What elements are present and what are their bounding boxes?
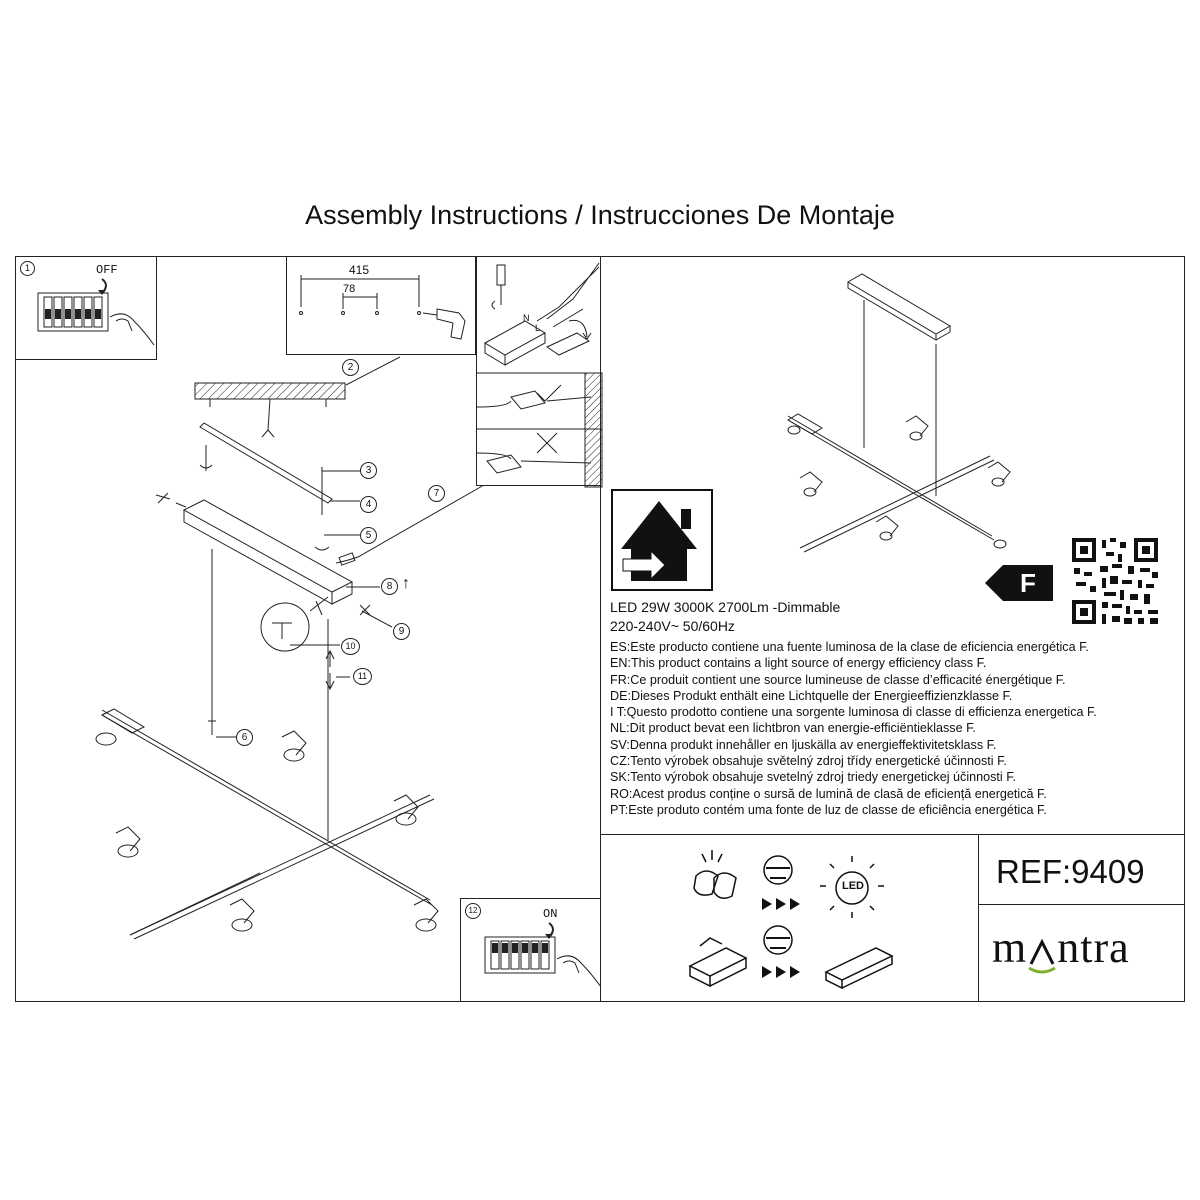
statement-es: ES:Este producto contiene una fuente lum… [610,640,1089,654]
brand-logo-right: ntra [1057,923,1130,972]
statement-cz: CZ:Tento výrobek obsahuje světelný zdroj… [610,754,1007,769]
step10-number: 10 [341,638,360,655]
step9-number: 9 [393,623,410,640]
indoor-use-icon [611,489,713,591]
up-arrow-icon: ↑ [402,575,410,592]
energy-statements: ES:Este producto contiene una fuente lum… [610,639,1097,818]
statement-de: DE:Dieses Produkt enthält eine Lichtquel… [610,688,1013,703]
statement-en: EN:This product contains a light source … [610,656,987,671]
ref-divider [978,834,979,1002]
brand-logo-left: m [992,923,1028,972]
wiring-neutral-label: N [523,313,530,323]
breaker-on-icon [484,922,602,988]
step4-number: 4 [360,496,377,513]
statement-ro: RO:Acest produs conține o sursă de lumin… [610,786,1047,801]
product-reference: REF:9409 [996,853,1145,890]
step7-number: 7 [428,485,445,502]
statement-pt: PT:Este produto contém uma fonte de luz … [610,802,1047,817]
qr-code-icon [1072,538,1158,624]
step7-wiring-panel: N L [476,256,603,488]
step12-on-label: ON [543,907,558,921]
replacement-icons [688,850,894,990]
step3-number: 3 [360,462,377,479]
wiring-diagram [476,262,603,488]
step5-number: 5 [360,527,377,544]
statement-fr: FR:Ce produit contient une source lumine… [610,672,1066,687]
wiring-live-label: L [535,323,541,333]
energy-class-arrow-icon [985,565,1053,601]
step1-number: 1 [20,261,35,276]
brand-mark-icon [1028,938,1057,974]
page-title: Assembly Instructions / Instrucciones De… [305,200,895,230]
step8-number: 8 [381,578,398,595]
step2-number: 2 [342,359,359,376]
ref-brand-divider [978,904,1185,905]
step6-number: 6 [236,729,253,746]
breaker-off-icon [37,278,155,346]
step1-off-label: OFF [96,263,118,277]
energy-class-label: F [1020,568,1036,598]
dimension-inner: 78 [343,283,356,295]
statement-sv: SV:Denna produkt innehåller en ljuskälla… [610,737,997,752]
bottom-row-divider [600,834,1185,835]
step1-panel: 1 OFF [15,256,157,360]
statement-it: I T:Questo prodotto contiene una sorgent… [610,705,1097,720]
drill-template-diagram [299,275,466,340]
dimension-outer: 415 [349,263,370,277]
column-divider [600,256,601,1002]
step11-number: 11 [353,668,372,685]
statement-nl: NL:Dit product bevat een lichtbron van e… [610,721,976,736]
product-spec-line1: LED 29W 3000K 2700Lm -Dimmable [610,599,841,615]
step12-panel: 12 ON [460,898,602,1002]
statement-sk: SK:Tento výrobok obsahuje svetelný zdroj… [610,770,1017,785]
product-spec-line2: 220-240V~ 50/60Hz [610,618,735,634]
step12-number: 12 [465,903,481,919]
assembly-diagram [95,356,499,940]
led-icon-label: LED [842,880,864,892]
step2-drill-panel: 415 78 [286,256,476,355]
product-drawing [787,273,1011,553]
